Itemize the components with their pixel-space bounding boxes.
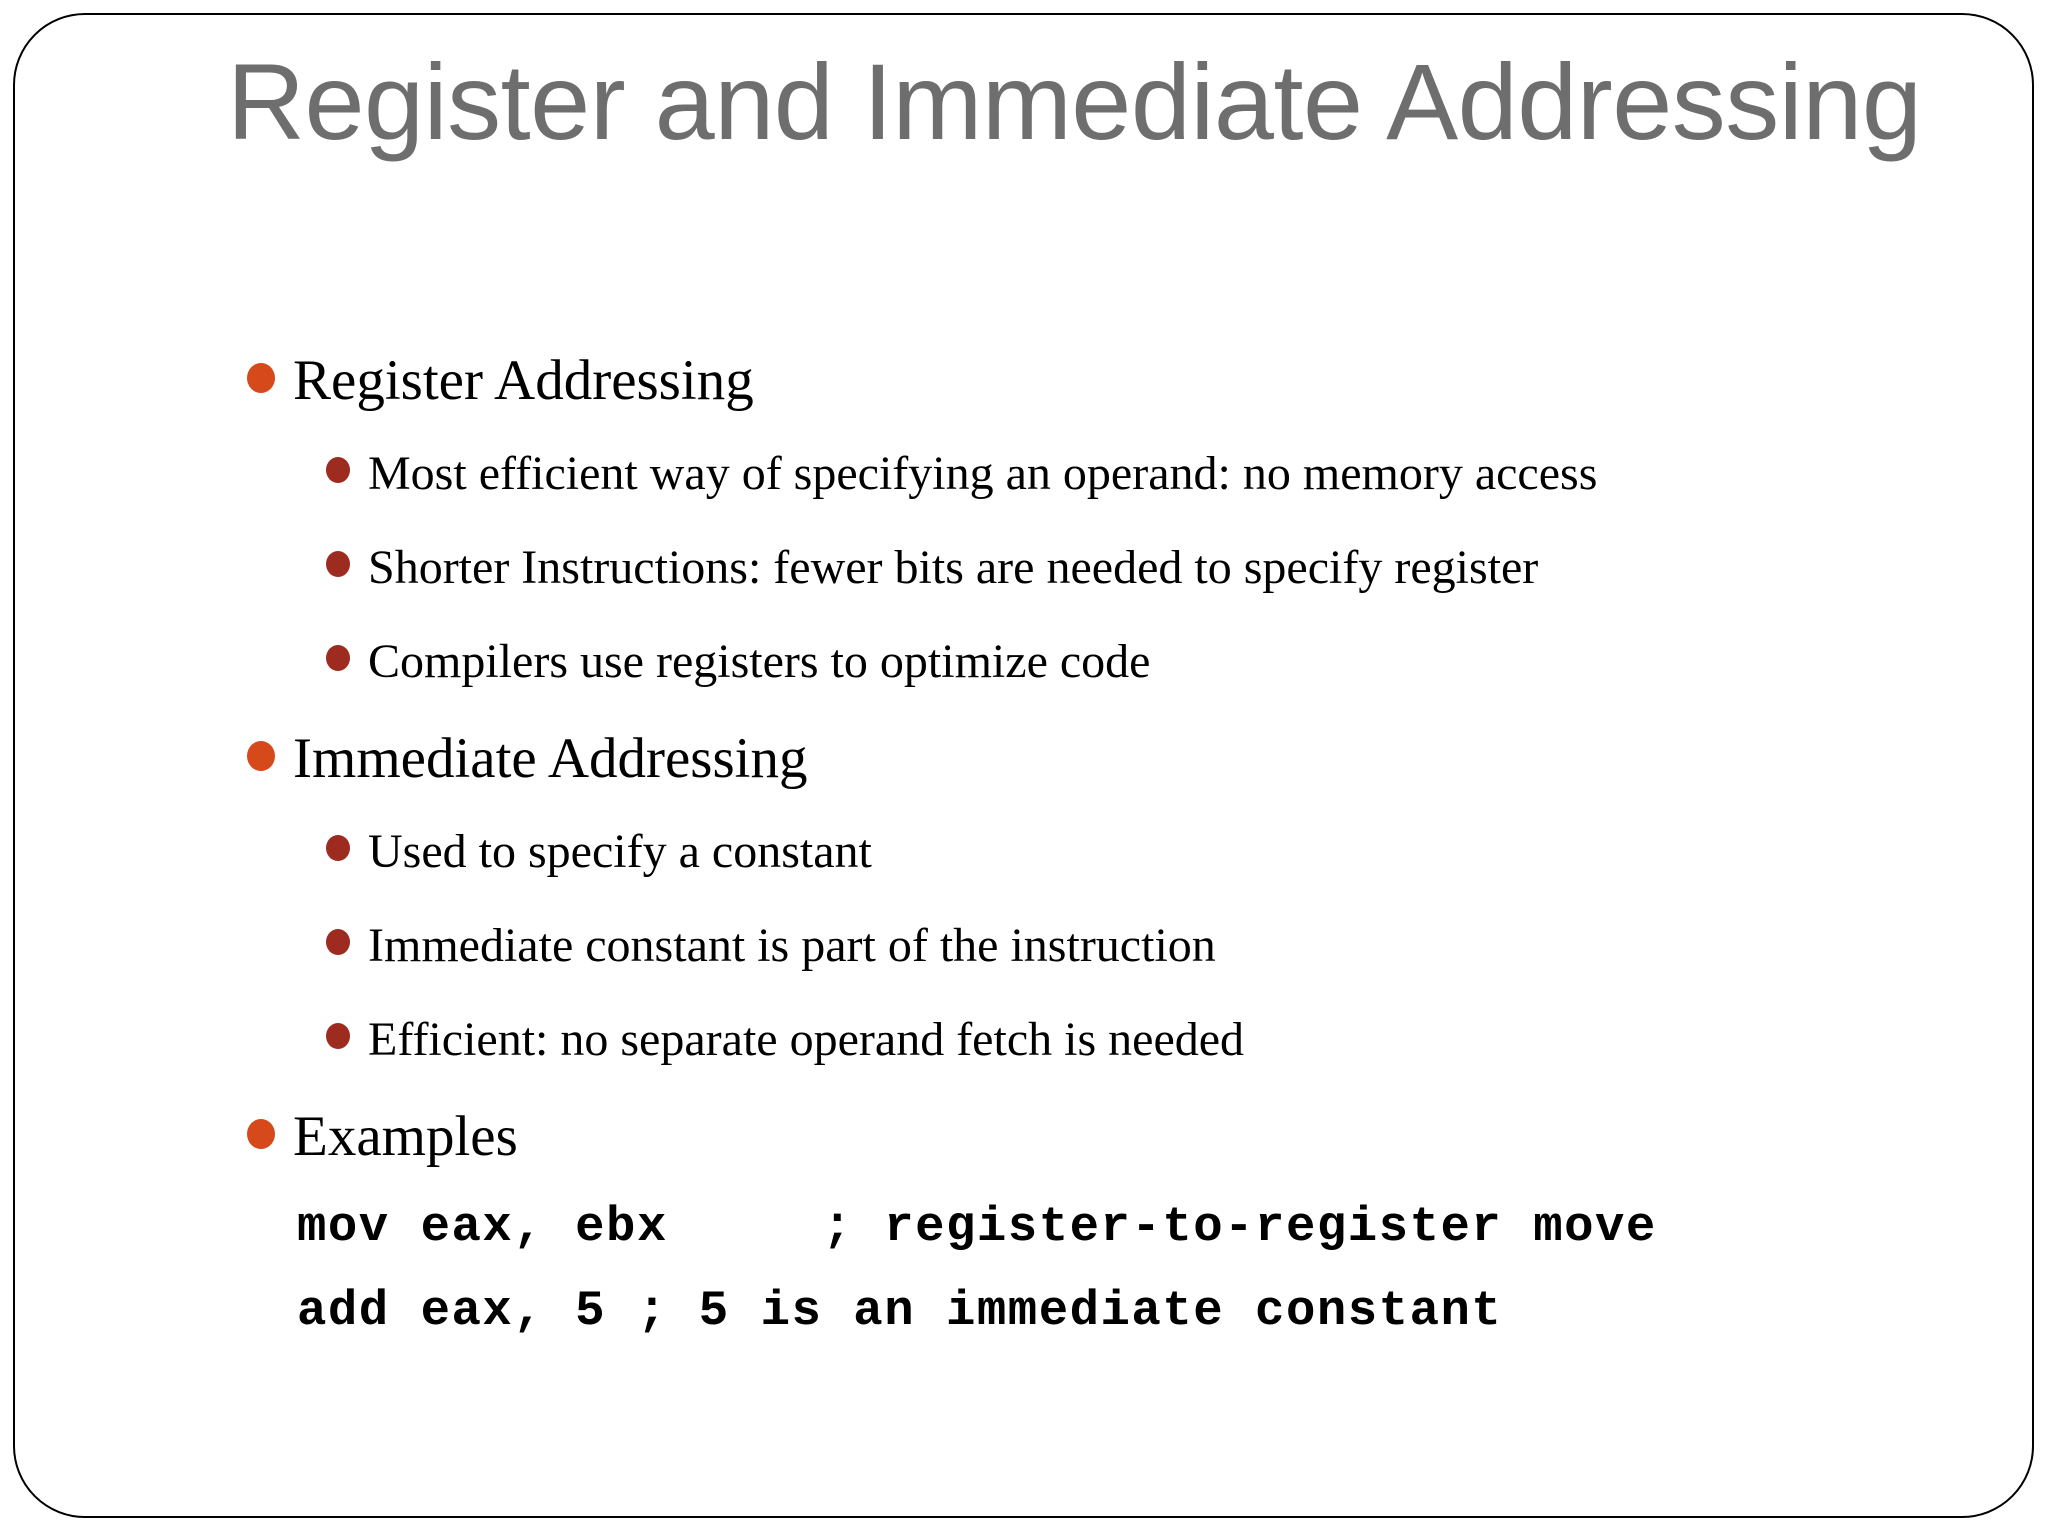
code-line: add eax, 5 ; 5 is an immediate constant bbox=[15, 1269, 2032, 1353]
bullet-label: Immediate Addressing bbox=[293, 727, 808, 790]
bullet-label: Most efficient way of specifying an oper… bbox=[368, 447, 1598, 500]
bullet-item-sub: Shorter Instructions: fewer bits are nee… bbox=[15, 527, 2032, 609]
bullet-item-immediate-addressing: Immediate Addressing bbox=[15, 715, 2032, 803]
bullet-item-register-addressing: Register Addressing bbox=[15, 337, 2032, 425]
bullet-item-sub: Immediate constant is part of the instru… bbox=[15, 905, 2032, 987]
bullet-label: Compilers use registers to optimize code bbox=[368, 635, 1151, 688]
bullet-dot-icon bbox=[326, 551, 350, 577]
bullet-dot-icon bbox=[326, 1023, 350, 1049]
bullet-dot-icon bbox=[247, 1119, 275, 1149]
page-title: Register and Immediate Addressing bbox=[227, 41, 1922, 162]
bullet-item-sub: Compilers use registers to optimize code bbox=[15, 621, 2032, 703]
bullet-dot-icon bbox=[247, 363, 275, 393]
slide-body: Register Addressing Most efficient way o… bbox=[15, 337, 2032, 1353]
bullet-dot-icon bbox=[326, 645, 350, 671]
bullet-label: Examples bbox=[293, 1105, 518, 1168]
presentation-slide: Register and Immediate Addressing Regist… bbox=[13, 13, 2034, 1518]
bullet-label: Register Addressing bbox=[293, 349, 754, 412]
bullet-item-examples: Examples bbox=[15, 1093, 2032, 1181]
bullet-item-sub: Most efficient way of specifying an oper… bbox=[15, 433, 2032, 515]
code-text: add eax, 5 ; 5 is an immediate constant bbox=[297, 1283, 1503, 1339]
bullet-label: Immediate constant is part of the instru… bbox=[368, 919, 1216, 972]
bullet-item-sub: Efficient: no separate operand fetch is … bbox=[15, 999, 2032, 1081]
bullet-dot-icon bbox=[247, 741, 275, 771]
bullet-label: Shorter Instructions: fewer bits are nee… bbox=[368, 541, 1539, 594]
bullet-label: Efficient: no separate operand fetch is … bbox=[368, 1013, 1245, 1066]
bullet-label: Used to specify a constant bbox=[368, 825, 872, 878]
bullet-dot-icon bbox=[326, 457, 350, 483]
code-line: mov eax, ebx ; register-to-register move bbox=[15, 1185, 2032, 1269]
bullet-dot-icon bbox=[326, 929, 350, 955]
bullet-dot-icon bbox=[326, 835, 350, 861]
slide-title-block: Register and Immediate Addressing bbox=[227, 37, 1947, 167]
code-text: mov eax, ebx ; register-to-register move bbox=[297, 1199, 1657, 1255]
bullet-item-sub: Used to specify a constant bbox=[15, 811, 2032, 893]
